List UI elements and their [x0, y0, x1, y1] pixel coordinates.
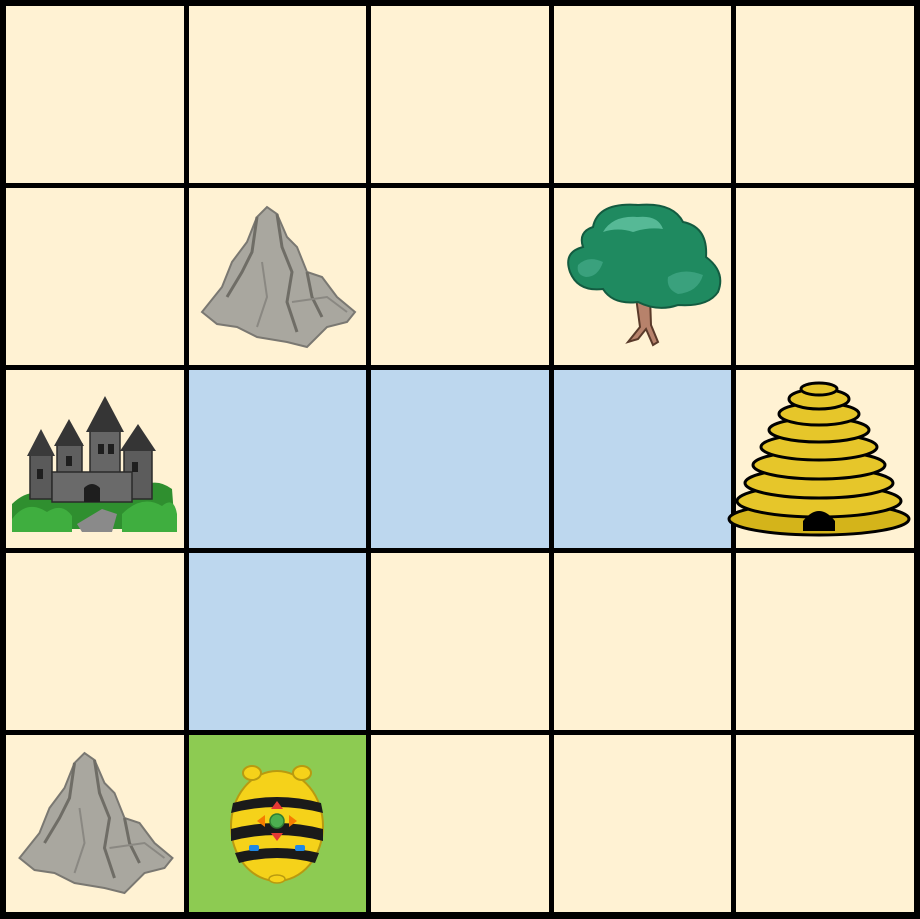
cell-r2-c3[interactable]	[554, 370, 732, 547]
cell-r3-c3[interactable]	[554, 553, 732, 730]
tree-icon	[558, 197, 728, 357]
cell-r1-c1[interactable]	[189, 188, 367, 365]
board-grid	[6, 6, 914, 912]
cell-r4-c4[interactable]	[736, 735, 914, 912]
cell-r4-c0[interactable]	[6, 735, 184, 912]
cell-r1-c0[interactable]	[6, 188, 184, 365]
castle-icon	[12, 384, 177, 534]
cell-r0-c2[interactable]	[371, 6, 549, 183]
cell-r3-c0[interactable]	[6, 553, 184, 730]
cell-r3-c4[interactable]	[736, 553, 914, 730]
cell-r1-c4[interactable]	[736, 188, 914, 365]
cell-r4-c2[interactable]	[371, 735, 549, 912]
bee-bot-icon[interactable]	[227, 761, 327, 886]
cell-r0-c4[interactable]	[736, 6, 914, 183]
cell-r3-c2[interactable]	[371, 553, 549, 730]
cell-r2-c0[interactable]	[6, 370, 184, 547]
mountain-icon	[12, 748, 177, 898]
cell-r0-c3[interactable]	[554, 6, 732, 183]
cell-r0-c0[interactable]	[6, 6, 184, 183]
cell-r1-c3[interactable]	[554, 188, 732, 365]
mountain-icon	[197, 202, 357, 352]
cell-r4-c3[interactable]	[554, 735, 732, 912]
cell-r2-c2[interactable]	[371, 370, 549, 547]
cell-r4-c1[interactable]	[189, 735, 367, 912]
cell-r1-c2[interactable]	[371, 188, 549, 365]
cell-r2-c1[interactable]	[189, 370, 367, 547]
beehive-icon	[727, 379, 912, 539]
cell-r0-c1[interactable]	[189, 6, 367, 183]
cell-r2-c4[interactable]	[736, 370, 914, 547]
cell-r3-c1[interactable]	[189, 553, 367, 730]
